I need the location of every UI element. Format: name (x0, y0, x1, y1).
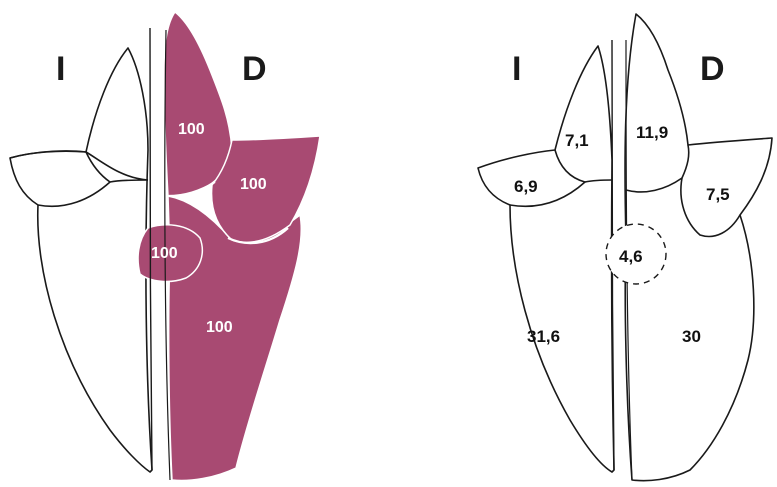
left-figure-value-right-middle: 100 (240, 176, 267, 193)
right-figure-value-right-middle: 7,5 (706, 185, 730, 204)
left-figure-left-lung (10, 48, 152, 472)
right-figure-value-accessory: 4,6 (619, 247, 643, 266)
right-figure-left-lung (478, 46, 614, 472)
right-figure-value-left-lower: 31,6 (527, 327, 560, 346)
right-figure-label-d: D (700, 50, 725, 88)
right-figure-value-right-lower: 30 (682, 327, 701, 346)
left-figure-value-right-upper: 100 (178, 121, 205, 138)
left-figure-label-d: D (242, 50, 267, 88)
right-figure-value-right-upper: 11,9 (636, 123, 668, 142)
left-figure-value-accessory: 100 (151, 245, 178, 262)
right-figure-value-left-middle: 6,9 (514, 177, 538, 196)
left-figure-label-i: I (56, 50, 65, 88)
right-figure-label-i: I (512, 50, 521, 88)
right-figure-value-left-upper: 7,1 (565, 131, 589, 150)
left-figure-value-right-lower: 100 (206, 319, 233, 336)
